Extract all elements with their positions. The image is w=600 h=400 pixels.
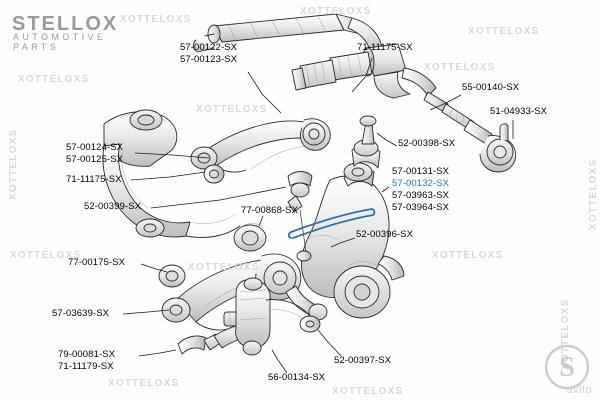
part-label-52-00397: 52-00397-SX	[334, 355, 391, 367]
part-code: 77-00868-SX	[241, 205, 299, 216]
part-label-57-03964: 57-03964-SX	[392, 202, 449, 214]
part-code: 56-00134-SX	[268, 372, 326, 383]
part-code: 57-00125-SX	[66, 153, 124, 165]
part-code: 57-03964-SX	[392, 202, 450, 213]
part-label-57-00131: 57-00131-SX	[392, 166, 449, 178]
part-label-57-00132-highlighted: 57-00132-SX	[392, 178, 449, 190]
watermark: XOTTELOXS	[196, 104, 268, 115]
watermark: XOTTELOXS	[300, 6, 372, 17]
part-code: 57-03963-SX	[392, 190, 450, 201]
svg-text:S: S	[559, 352, 575, 383]
watermark: XOTTELOXS	[120, 14, 192, 25]
part-label-79-00081: 79-00081-SX 71-11179-SX	[58, 349, 115, 372]
part-label-71-11175-top: 71-11175-SX	[357, 42, 413, 54]
watermark: XOTTELOXS	[188, 262, 260, 273]
brand-subtitle: AUTOMOTIVE PARTS	[13, 32, 107, 52]
part-label-57-03639: 57-03639-SX	[52, 308, 109, 320]
part-label-77-00868: 77-00868-SX	[241, 205, 298, 217]
watermark: XOTTELOXS	[332, 386, 404, 397]
part-code: 79-00081-SX	[58, 349, 116, 360]
part-label-71-11175-left: 71-11175-SX	[66, 174, 122, 186]
brand-name: STELLOX	[12, 13, 119, 35]
part-label-56-00134: 56-00134-SX	[268, 372, 325, 384]
part-label-57-00122: 57-00122-SX 57-00123-SX	[180, 42, 237, 65]
avito-watermark: avito	[566, 384, 592, 396]
watermark: XOTTELOXS	[108, 378, 180, 389]
part-label-52-00396: 52-00396-SX	[356, 229, 413, 241]
part-label-57-03963: 57-03963-SX	[392, 190, 449, 202]
watermark: XOTTELOXS	[588, 158, 599, 230]
part-code: 55-00140-SX	[462, 82, 520, 93]
part-label-52-00399: 52-00399-SX	[84, 201, 141, 213]
part-code: 71-11175-SX	[66, 174, 122, 185]
part-code: 57-00123-SX	[180, 53, 238, 65]
part-label-52-00398: 52-00398-SX	[398, 138, 455, 150]
part-label-77-00175: 77-00175-SX	[68, 257, 125, 269]
watermark: XOTTELOXS	[10, 250, 82, 261]
part-code: 52-00399-SX	[84, 201, 142, 212]
part-label-51-04933: 51-04933-SX	[490, 106, 547, 118]
part-code: 52-00398-SX	[398, 138, 456, 149]
part-code: 57-00122-SX	[180, 42, 238, 53]
part-code: 57-00131-SX	[392, 166, 450, 177]
watermark: XOTTELOXS	[18, 74, 90, 85]
leader-lines	[122, 57, 514, 374]
brand-logo: STELLOX AUTOMOTIVE PARTS	[12, 12, 119, 52]
part-label-57-00124: 57-00124-SX 57-00125-SX	[66, 142, 123, 165]
part-code: 57-00124-SX	[66, 142, 124, 153]
part-label-55-00140: 55-00140-SX	[462, 82, 519, 94]
watermark: XOTTELOXS	[8, 128, 19, 200]
highlighted-part-57-00132	[287, 208, 376, 239]
part-code: 57-03639-SX	[52, 308, 110, 319]
watermark: XOTTELOXS	[432, 250, 504, 261]
part-code: 51-04933-SX	[490, 106, 548, 117]
stellox-s-logo: S	[544, 344, 590, 390]
part-code: 71-11179-SX	[58, 360, 114, 372]
watermark: XOTTELOXS	[468, 26, 540, 37]
part-code: 57-00132-SX	[392, 178, 450, 189]
part-code: 71-11175-SX	[357, 42, 413, 53]
part-code: 52-00397-SX	[334, 355, 392, 366]
watermark: XOTTELOXS	[424, 62, 496, 73]
part-code: 77-00175-SX	[68, 257, 126, 268]
part-code: 52-00396-SX	[356, 229, 414, 240]
